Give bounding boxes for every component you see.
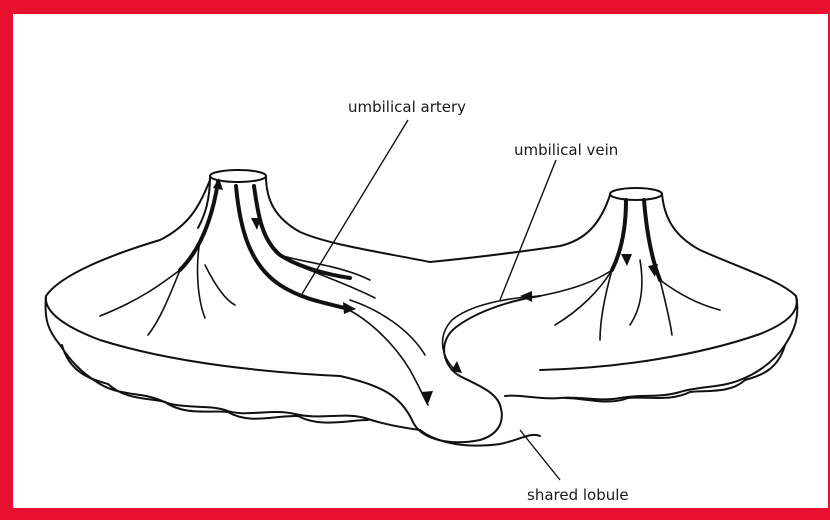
arrow-shared-down: [421, 391, 433, 404]
label-umbilical-vein: umbilical vein: [514, 141, 618, 159]
right-placenta-rim: [505, 296, 797, 399]
right-cord-stump: [610, 188, 662, 200]
arrow-right-cord-down-1: [621, 254, 632, 266]
leader-umbilical-vein: [500, 160, 556, 300]
label-shared-lobule: shared lobule: [527, 486, 629, 504]
left-placenta-surface: [46, 180, 340, 376]
right-vessels: [443, 200, 720, 370]
left-placenta-cotyledons: [62, 345, 368, 423]
left-vessels: [100, 182, 428, 405]
flow-arrows: [213, 178, 658, 404]
right-placenta: [430, 188, 797, 402]
leader-umbilical-artery: [302, 120, 408, 294]
shared-lobule-region: [340, 296, 540, 446]
right-placenta-surface: [430, 195, 610, 262]
leader-shared-lobule: [520, 430, 560, 480]
label-umbilical-artery: umbilical artery: [348, 98, 466, 116]
